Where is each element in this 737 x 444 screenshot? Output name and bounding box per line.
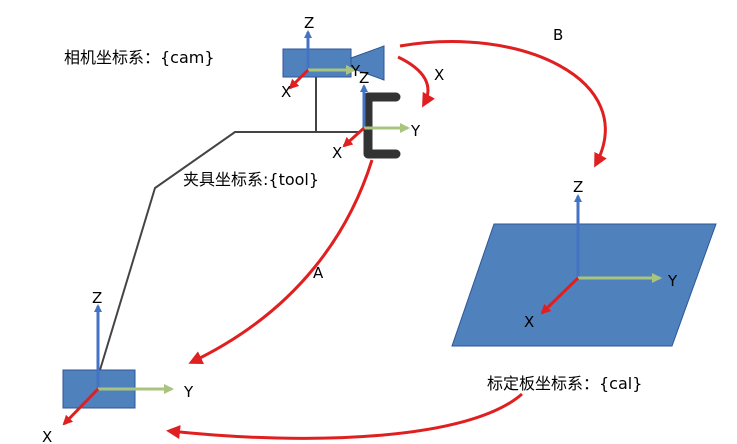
base-frame-axes xyxy=(62,304,174,426)
camera-frame-axes xyxy=(288,30,356,90)
calibration-frame-axes xyxy=(540,194,662,315)
camera-lens xyxy=(350,45,385,81)
camera-frame-label: 相机坐标系：{cam} xyxy=(64,48,215,67)
robot-arm xyxy=(99,76,360,371)
camera-x-label: X xyxy=(281,83,291,101)
base-z-label: Z xyxy=(92,289,102,307)
transform-arrow-x xyxy=(397,55,435,108)
tool-y-label: Y xyxy=(410,122,421,140)
transform-a-label: A xyxy=(313,264,324,282)
calibration-frame-label: 标定板坐标系：{cal} xyxy=(487,374,642,393)
tool-x-label: X xyxy=(332,144,342,162)
transform-x-label: X xyxy=(434,66,444,84)
transform-b-label: B xyxy=(553,26,563,44)
transform-arrow-cal-to-base xyxy=(166,392,523,440)
tool-x-axis xyxy=(342,126,366,148)
tool-frame-axes xyxy=(342,84,410,148)
base-x-axis xyxy=(62,387,100,426)
camera-x-axis xyxy=(288,68,310,90)
calibration-x-label: X xyxy=(524,313,534,331)
camera-body xyxy=(282,48,352,78)
calibration-board xyxy=(451,223,717,347)
camera-y-label: Y xyxy=(350,62,361,80)
transform-arrow-b xyxy=(399,40,607,168)
camera-z-label: Z xyxy=(304,14,314,32)
calibration-x-axis xyxy=(540,276,580,315)
tool-z-label: Z xyxy=(359,69,369,87)
calibration-z-label: Z xyxy=(573,178,583,196)
base-y-label: Y xyxy=(183,383,194,401)
tool-frame-label: 夹具坐标系:{tool} xyxy=(183,170,319,189)
gripper xyxy=(363,92,401,159)
base-x-label: X xyxy=(42,428,52,444)
calibration-y-label: Y xyxy=(667,272,678,290)
transform-arrow-a xyxy=(188,159,374,364)
